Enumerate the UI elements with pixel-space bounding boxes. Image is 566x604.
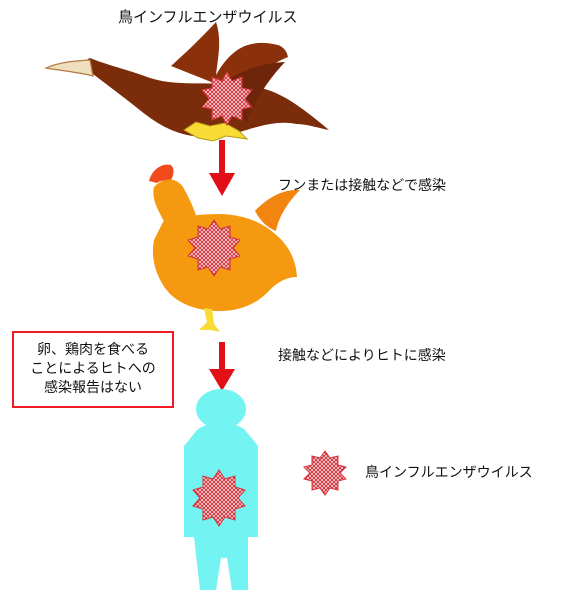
chicken-tail bbox=[255, 189, 300, 231]
note-box: 卵、鶏肉を食べる ことによるヒトへの 感染報告はない bbox=[12, 331, 174, 408]
chicken-head-neck bbox=[153, 179, 196, 223]
legend-label: 鳥インフルエンザウイルス bbox=[365, 465, 533, 481]
chicken-legs bbox=[199, 308, 220, 332]
note-text: 卵、鶏肉を食べる ことによるヒトへの 感染報告はない bbox=[30, 342, 156, 396]
transmission-label-bird-to-chicken: フンまたは接触などで感染 bbox=[278, 178, 446, 194]
wild-bird-body bbox=[85, 58, 330, 137]
transmission-label-chicken-to-human: 接触などによりヒトに感染 bbox=[278, 348, 446, 364]
wild-bird-neck bbox=[43, 59, 94, 77]
wild-bird-feet bbox=[183, 121, 249, 142]
diagram-title: 鳥インフルエンザウイルス bbox=[118, 8, 298, 26]
human-head bbox=[196, 389, 246, 429]
chicken-comb bbox=[149, 164, 174, 183]
wild-bird-wing-upper bbox=[171, 22, 288, 95]
